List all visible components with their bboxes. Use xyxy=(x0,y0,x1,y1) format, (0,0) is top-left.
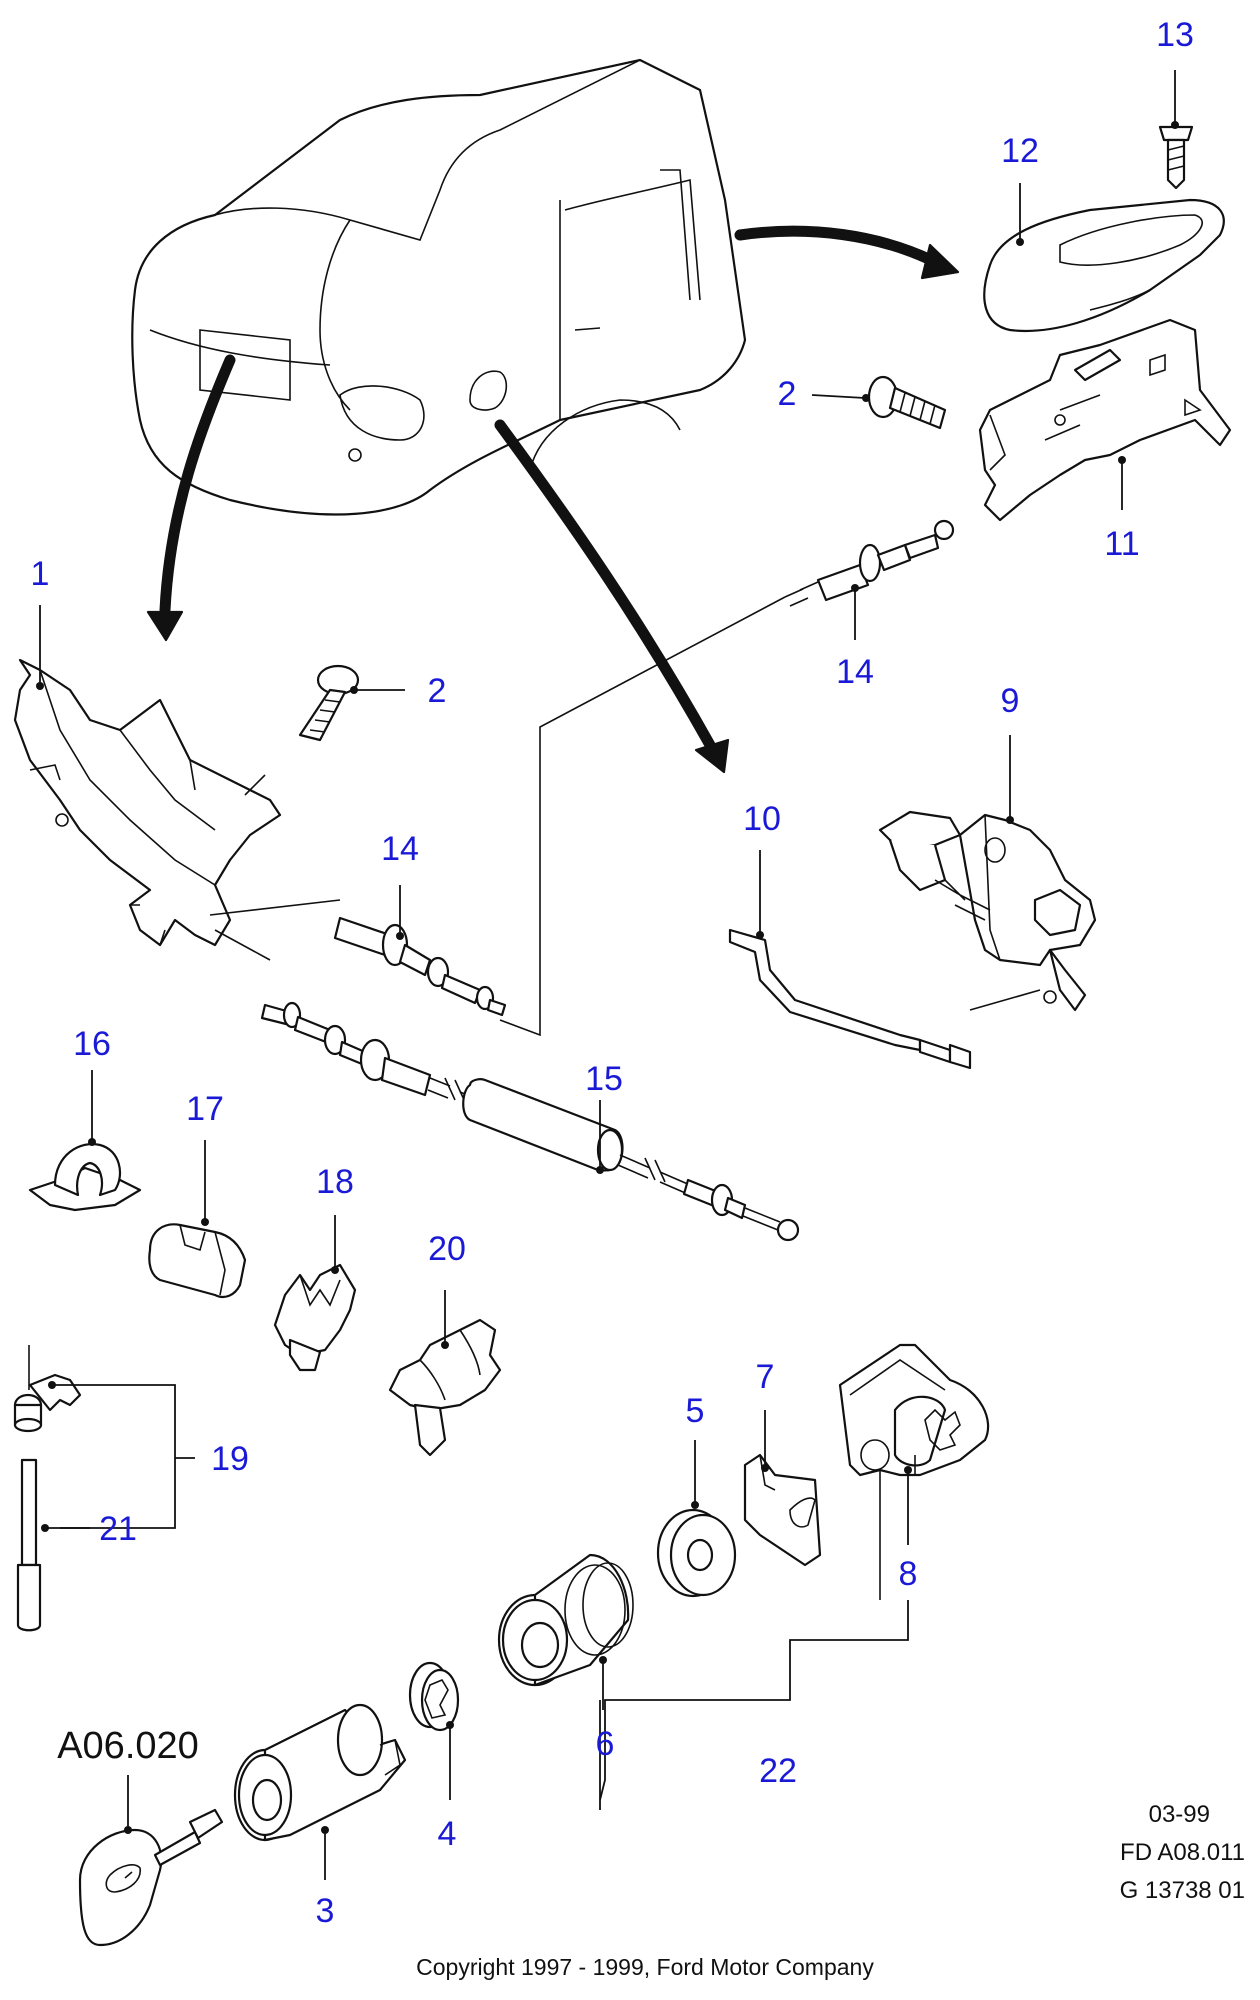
part-7-plate xyxy=(743,1453,822,1567)
callout-16: 16 xyxy=(73,1025,111,1063)
part-9-latch xyxy=(878,810,1097,1012)
part-8-housing xyxy=(838,1343,990,1600)
part-1-bracket xyxy=(13,658,282,947)
drawing-stamp: 03-99 FD A08.011 G 13738 01 xyxy=(1120,1801,1245,1904)
part-19-clip xyxy=(13,1373,82,1433)
pointer-arrows xyxy=(146,225,960,774)
part-2-bolt-upper xyxy=(867,375,947,430)
key xyxy=(78,1808,224,1947)
callout-22: 22 xyxy=(759,1752,797,1790)
part-5-washer xyxy=(656,1508,737,1598)
callout-21: 21 xyxy=(99,1510,137,1548)
part-15-cable xyxy=(260,1001,800,1242)
callout-6: 6 xyxy=(596,1725,615,1763)
part-16-clip xyxy=(28,1142,142,1212)
callout-14-middle: 14 xyxy=(381,830,419,868)
stamp-date: 03-99 xyxy=(1149,1801,1210,1828)
callout-numbers: 13 12 2 11 14 1 2 14 9 10 15 16 17 18 20… xyxy=(31,16,1194,1930)
callout-8: 8 xyxy=(899,1555,918,1593)
cable-routing xyxy=(209,596,1041,1037)
callout-13: 13 xyxy=(1156,16,1194,54)
part-17-clip xyxy=(148,1223,247,1299)
part-11-bracket xyxy=(978,318,1232,522)
callout-9: 9 xyxy=(1001,682,1020,720)
callout-2-upper: 2 xyxy=(778,375,797,413)
callout-20: 20 xyxy=(428,1230,466,1268)
callout-14-upper: 14 xyxy=(836,653,874,691)
callout-19: 19 xyxy=(211,1440,249,1478)
callout-4: 4 xyxy=(438,1815,457,1853)
callout-5: 5 xyxy=(686,1392,705,1430)
part-2-bolt-lower xyxy=(298,664,360,742)
stamp-code: FD A08.011 xyxy=(1120,1839,1245,1866)
callout-17: 17 xyxy=(186,1090,224,1128)
stamp-graphic: G 13738 01 xyxy=(1120,1877,1245,1904)
callout-11: 11 xyxy=(1104,525,1139,563)
callout-12: 12 xyxy=(1001,132,1039,170)
callout-10: 10 xyxy=(743,800,781,838)
part-14-cable-middle xyxy=(333,916,507,1017)
part-21-pin xyxy=(16,1345,42,1632)
part-3-cylinder xyxy=(233,1703,407,1842)
callout-7: 7 xyxy=(756,1358,775,1396)
part-18-clip xyxy=(273,1263,357,1372)
part-6-barrel xyxy=(497,1553,634,1687)
callout-18: 18 xyxy=(316,1163,354,1201)
part-12-handle xyxy=(983,198,1225,333)
leader-lines xyxy=(39,70,1176,1880)
copyright: Copyright 1997 - 1999, Ford Motor Compan… xyxy=(416,1954,874,1980)
car-outline xyxy=(131,58,747,516)
reference-code: A06.020 xyxy=(57,1725,199,1767)
callout-15: 15 xyxy=(585,1060,623,1098)
callout-3: 3 xyxy=(316,1892,335,1930)
part-14-cable-upper xyxy=(784,519,955,607)
leader-dots xyxy=(36,121,1179,1834)
part-13-screw xyxy=(1158,125,1194,190)
callout-2-lower: 2 xyxy=(428,672,447,710)
callout-1: 1 xyxy=(31,555,50,593)
part-4-ring xyxy=(408,1661,460,1732)
part-20-clip xyxy=(388,1318,502,1457)
part-10-rod xyxy=(728,928,972,1070)
